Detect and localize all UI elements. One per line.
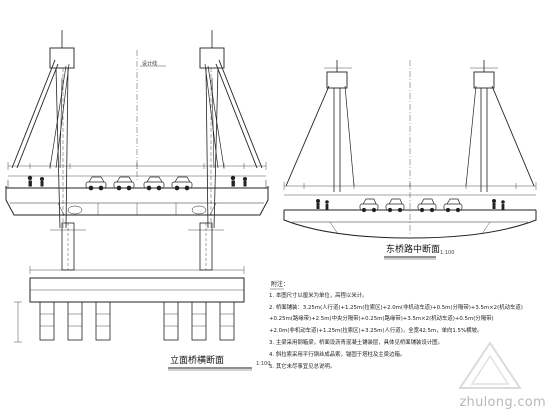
left-dimension-lines <box>7 162 267 177</box>
right-tower-east <box>465 60 535 192</box>
right-vehicles <box>359 198 463 213</box>
notes-header: 附注： <box>271 281 290 288</box>
notes-block: 附注： 1. 本图尺寸以厘米为单位，高程以米计。 2. 桥面铺装：3.25m(人… <box>269 279 553 373</box>
left-drawing-scale: 1:100 <box>256 361 271 367</box>
left-piles <box>14 301 235 343</box>
left-tower-east <box>199 30 263 229</box>
centerline-label: 设计线 <box>142 61 158 67</box>
notes-line: 2. 桥面铺装：3.25m(人行道)+1.25m(拉索区)+2.0m(非机动车道… <box>269 304 523 311</box>
right-drawing-title: 东桥路中断面 <box>386 245 441 255</box>
left-drawing-title: 立面桥横断面 <box>170 356 225 366</box>
left-tower-west <box>11 30 75 229</box>
notes-line: 5. 其它未尽事宜见总说明。 <box>269 363 336 370</box>
right-pedestrians <box>316 199 505 210</box>
notes-line: 3. 主梁采用钢箱梁，桥面设沥青混凝土铺装层，具体见桥面铺装设计图。 <box>269 339 443 346</box>
right-drawing-scale: 1:100 <box>440 250 455 256</box>
notes-line: +0.25m(路缘带)+2.5m(中央分隔带)+0.25m(路缘带)+3.5m×… <box>269 316 494 323</box>
right-cross-section <box>283 60 537 260</box>
watermark-text: zhulong.com <box>459 395 546 410</box>
notes-line: 4. 斜拉索采用平行钢丝成品索，锚固于塔柱及主梁边箱。 <box>269 351 406 358</box>
right-box-girder <box>283 209 537 239</box>
notes-line: +2.0m(非机动车道)+1.25m(拉索区)+3.25m(人行道)，全宽42.… <box>269 328 483 335</box>
right-dimension-lines <box>283 60 537 236</box>
left-piers <box>50 222 224 271</box>
left-cross-section <box>5 30 269 371</box>
left-box-girder <box>5 186 269 216</box>
left-vehicles <box>85 176 193 191</box>
right-tower-west <box>285 60 355 192</box>
left-pile-cap <box>29 266 245 303</box>
watermark-logo-icon <box>458 341 522 389</box>
notes-line: 1. 本图尺寸以厘米为单位，高程以米计。 <box>269 292 368 299</box>
left-pedestrians <box>27 175 247 187</box>
